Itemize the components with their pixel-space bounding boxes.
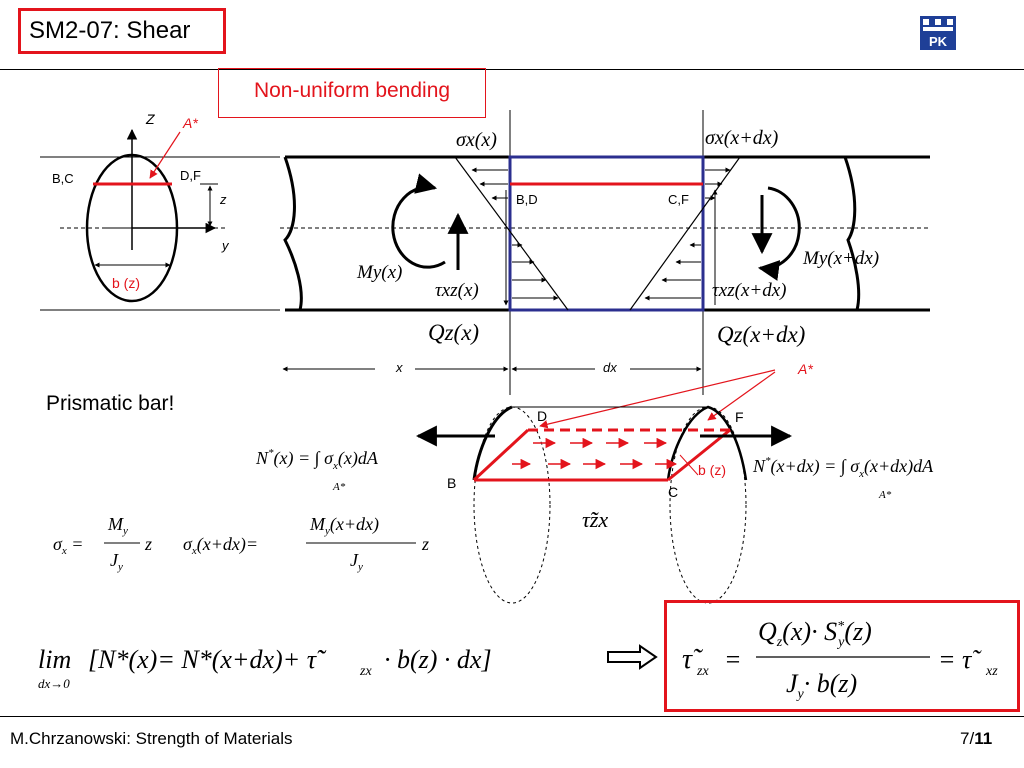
prismatic-note: Prismatic bar!: [46, 392, 175, 415]
label-z: z: [219, 192, 227, 207]
section-subtitle: Non-uniform bending: [218, 68, 486, 118]
cross-section: Z A* B,C D,F z y b (z): [40, 111, 280, 311]
sigma-left-label: σx(x): [456, 129, 497, 151]
svg-text:zx: zx: [359, 664, 372, 679]
formula-limit: lim dx→0 [N*(x)= N*(x+dx)+ τ̃̃ zx · b(z)…: [38, 645, 492, 691]
cyl-label-d: D: [537, 408, 547, 424]
result-highlight-box: [664, 600, 1020, 712]
label-cf: C,F: [668, 192, 689, 207]
svg-text:My(x+dx): My(x+dx): [309, 514, 379, 537]
svg-text:· b(z) · dx]: · b(z) · dx]: [384, 645, 492, 674]
svg-text:σx(x+dx)=: σx(x+dx)=: [183, 534, 258, 557]
formula-n-right: N*(x+dx) = ∫ σx(x+dx)dA A*: [752, 455, 934, 501]
axis-z-label: Z: [145, 111, 155, 127]
cross-area-label: A*: [182, 115, 198, 131]
label-bc: B,C: [52, 171, 74, 186]
label-bd: B,D: [516, 192, 538, 207]
footer-divider: [0, 716, 1024, 717]
moment-right-label: My(x+dx): [802, 248, 879, 269]
svg-text:Jy: Jy: [110, 550, 123, 573]
cross-width-label: b (z): [112, 275, 140, 291]
svg-text:[N*(x)= N*(x+dx)+ τ̃̃: [N*(x)= N*(x+dx)+ τ̃̃: [88, 645, 327, 674]
shear-right-label: Qz(x+dx): [717, 322, 805, 347]
cyl-tau-label: τ̃̃zx: [582, 507, 608, 532]
page-total: 11: [974, 729, 993, 748]
university-logo-icon: PK: [920, 16, 956, 50]
cyl-width-label: b (z): [698, 462, 726, 478]
cyl-label-b: B: [447, 475, 456, 491]
sigma-right-label: σx(x+dx): [705, 127, 779, 149]
implies-arrow-icon: [607, 644, 658, 670]
shear-left-label: Qz(x): [428, 320, 479, 345]
svg-text:lim: lim: [38, 645, 71, 674]
page-number: 7/11: [960, 729, 992, 749]
svg-text:zx: zx: [696, 664, 709, 679]
bending-shear-diagram: Z A* B,C D,F z y b (z): [38, 110, 998, 702]
svg-text:z: z: [421, 534, 429, 554]
beam-area-label: A*: [797, 361, 813, 377]
slide-title: SM2-07: Shear: [18, 8, 226, 54]
svg-text:Jy: Jy: [350, 550, 363, 573]
svg-text:σx =: σx =: [53, 534, 83, 557]
moment-left-label: My(x): [356, 262, 402, 283]
dim-dx-label: dx: [603, 360, 617, 375]
header-divider: [0, 69, 1024, 70]
svg-text:PK: PK: [929, 34, 948, 49]
svg-text:xz: xz: [985, 664, 998, 679]
axis-y-label: y: [221, 238, 230, 253]
svg-text:dx→0: dx→0: [38, 676, 70, 691]
beam: σx(x) σx(x+dx) B,D C,F My(x) My(x+dx) τx…: [280, 110, 930, 429]
cyl-label-f: F: [735, 409, 744, 425]
dim-x-label: x: [395, 360, 403, 375]
footer-author: M.Chrzanowski: Strength of Materials: [10, 729, 293, 748]
svg-text:z: z: [144, 534, 152, 554]
formula-sigma: σx = My Jy z σx(x+dx)= My(x+dx) Jy z: [53, 514, 429, 573]
svg-text:A*: A*: [878, 489, 892, 501]
svg-text:N*(x) = ∫ σx(x)dA: N*(x) = ∫ σx(x)dA: [255, 447, 379, 472]
svg-text:=: =: [724, 645, 742, 674]
svg-text:N*(x+dx) = ∫ σx(x+dx)dA: N*(x+dx) = ∫ σx(x+dx)dA: [752, 455, 934, 480]
label-df: D,F: [180, 168, 201, 183]
cylinder-element: D F B C b (z) τ̃̃zx: [415, 405, 793, 604]
svg-text:My: My: [107, 514, 128, 537]
tau-left-label: τxz(x): [435, 280, 479, 301]
page-current: 7/: [960, 729, 975, 748]
formula-n-left: N*(x) = ∫ σx(x)dA A*: [255, 447, 379, 493]
tau-right-label: τxz(x+dx): [712, 280, 786, 301]
cyl-label-c: C: [668, 484, 678, 500]
svg-text:A*: A*: [332, 481, 346, 493]
